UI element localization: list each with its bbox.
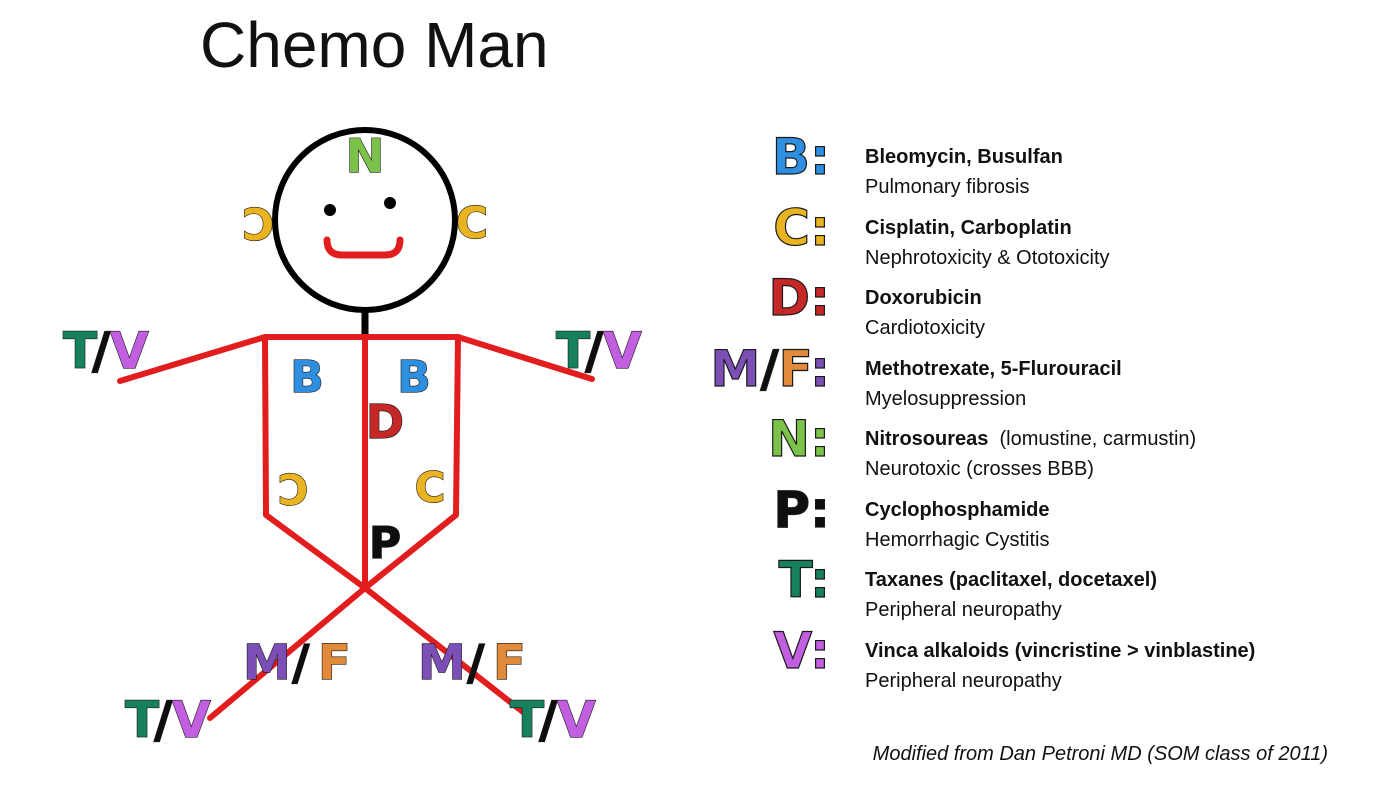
knee-right-m: M bbox=[418, 635, 466, 691]
legend-drug: Vinca alkaloids (vincristine > vinblasti… bbox=[865, 639, 1256, 662]
legend-row-n: N: Nitrosoureas (lomustine, carmustin) N… bbox=[720, 413, 1360, 491]
legend-key-m: M bbox=[710, 339, 761, 398]
legend-key-c: C: bbox=[773, 198, 831, 257]
left-leg bbox=[207, 585, 368, 721]
body-lines bbox=[117, 334, 595, 721]
hand-left-v: V bbox=[110, 322, 149, 380]
kidney-label-left: C bbox=[278, 464, 309, 513]
legend-key-d: D: bbox=[768, 269, 831, 327]
torso-outline bbox=[262, 334, 461, 591]
foot-right-v: V bbox=[557, 691, 596, 749]
right-leg bbox=[362, 585, 526, 715]
hand-left-slash: / bbox=[92, 322, 111, 380]
lung-label-left: B bbox=[290, 352, 324, 403]
legend-key-n: N: bbox=[768, 410, 831, 468]
chemo-man-figure: N C C B B D C C P T / V T / V M / F M / … bbox=[62, 127, 643, 750]
legend-effect: Peripheral neuropathy bbox=[865, 669, 1062, 692]
legend-key-f: F bbox=[778, 339, 811, 398]
right-eye bbox=[384, 197, 396, 209]
legend-key-b: B: bbox=[771, 128, 830, 186]
legend-drug: Taxanes (paclitaxel, docetaxel) bbox=[865, 569, 1157, 591]
legend-key-slash: / bbox=[760, 339, 779, 398]
right-arm bbox=[455, 334, 595, 382]
legend-key-m-f: M/F: bbox=[710, 343, 831, 394]
legend-drug-name: Nitrosoureas bbox=[865, 428, 989, 450]
legend-effect: Cardiotoxicity bbox=[865, 317, 986, 339]
legend-key-p: P: bbox=[773, 480, 831, 539]
legend-key-t: T: bbox=[778, 551, 831, 609]
legend-row-m-f: M/F: Methotrexate, 5-Flurouracil Myelosu… bbox=[710, 343, 1360, 421]
page-title: Chemo Man bbox=[200, 9, 549, 81]
legend-effect: Hemorrhagic Cystitis bbox=[865, 528, 1050, 551]
smile bbox=[323, 236, 404, 259]
lung-label-right: B bbox=[397, 352, 431, 403]
knee-left-m: M bbox=[243, 635, 291, 691]
legend-effect: Pulmonary fibrosis bbox=[865, 176, 1030, 198]
ear-label-left: C bbox=[242, 197, 274, 248]
legend-drug: Cisplatin, Carboplatin bbox=[865, 216, 1072, 239]
ear-label-right: C bbox=[456, 198, 488, 249]
knee-label-right: M / F bbox=[417, 634, 526, 691]
bladder-label: P bbox=[369, 518, 401, 569]
knee-left-slash: / bbox=[292, 635, 310, 691]
knee-left-f: F bbox=[318, 635, 351, 691]
legend-effect: Peripheral neuropathy bbox=[865, 599, 1062, 621]
hand-right-t: T bbox=[556, 322, 590, 380]
legend-key-colon: : bbox=[809, 339, 830, 398]
legend-row-p: P: Cyclophosphamide Hemorrhagic Cystitis bbox=[720, 484, 1360, 562]
hand-label-left: T / V bbox=[62, 321, 149, 380]
legend-key-v: V: bbox=[773, 621, 831, 680]
left-eye bbox=[324, 204, 336, 216]
knee-right-f: F bbox=[493, 635, 526, 691]
left-arm bbox=[117, 334, 268, 384]
legend-row-d: D: Doxorubicin Cardiotoxicity bbox=[720, 272, 1360, 350]
foot-left-slash: / bbox=[154, 691, 173, 749]
hand-right-slash: / bbox=[585, 322, 604, 380]
heart-label: D bbox=[366, 395, 404, 449]
head-label-n: N bbox=[346, 129, 385, 183]
legend-row-v: V: Vinca alkaloids (vincristine > vinbla… bbox=[720, 625, 1360, 703]
hand-left-t: T bbox=[63, 322, 97, 380]
legend-row-t: T: Taxanes (paclitaxel, docetaxel) Perip… bbox=[720, 554, 1360, 632]
foot-left-t: T bbox=[125, 691, 159, 749]
legend-effect: Neurotoxic (crosses BBB) bbox=[865, 458, 1094, 480]
legend-drug: Cyclophosphamide bbox=[865, 498, 1050, 521]
drug-toxicity-legend: B: Bleomycin, Busulfan Pulmonary fibrosi… bbox=[710, 131, 1360, 703]
knee-label-left: M / F bbox=[242, 634, 351, 691]
legend-drug: Methotrexate, 5-Flurouracil bbox=[865, 357, 1122, 380]
legend-drug: Nitrosoureas (lomustine, carmustin) bbox=[865, 428, 1196, 451]
hand-right-v: V bbox=[603, 322, 642, 380]
foot-left-v: V bbox=[172, 691, 211, 749]
legend-row-c: C: Cisplatin, Carboplatin Nephrotoxicity… bbox=[720, 202, 1360, 280]
legend-drug: Doxorubicin bbox=[865, 287, 982, 309]
knee-right-slash: / bbox=[467, 635, 485, 691]
foot-label-right: T / V bbox=[509, 690, 596, 749]
foot-right-slash: / bbox=[539, 691, 558, 749]
hand-label-right: T / V bbox=[555, 321, 642, 380]
foot-label-left: T / V bbox=[124, 690, 211, 749]
source-credit: Modified from Dan Petroni MD (SOM class … bbox=[872, 743, 1328, 765]
kidney-label-right: C bbox=[415, 463, 446, 512]
legend-drug-note: (lomustine, carmustin) bbox=[999, 428, 1197, 450]
legend-drug: Bleomycin, Busulfan bbox=[865, 146, 1063, 168]
legend-effect: Nephrotoxicity & Ototoxicity bbox=[865, 246, 1110, 269]
legend-effect: Myelosuppression bbox=[865, 387, 1027, 410]
legend-row-b: B: Bleomycin, Busulfan Pulmonary fibrosi… bbox=[720, 131, 1360, 209]
foot-right-t: T bbox=[510, 691, 544, 749]
